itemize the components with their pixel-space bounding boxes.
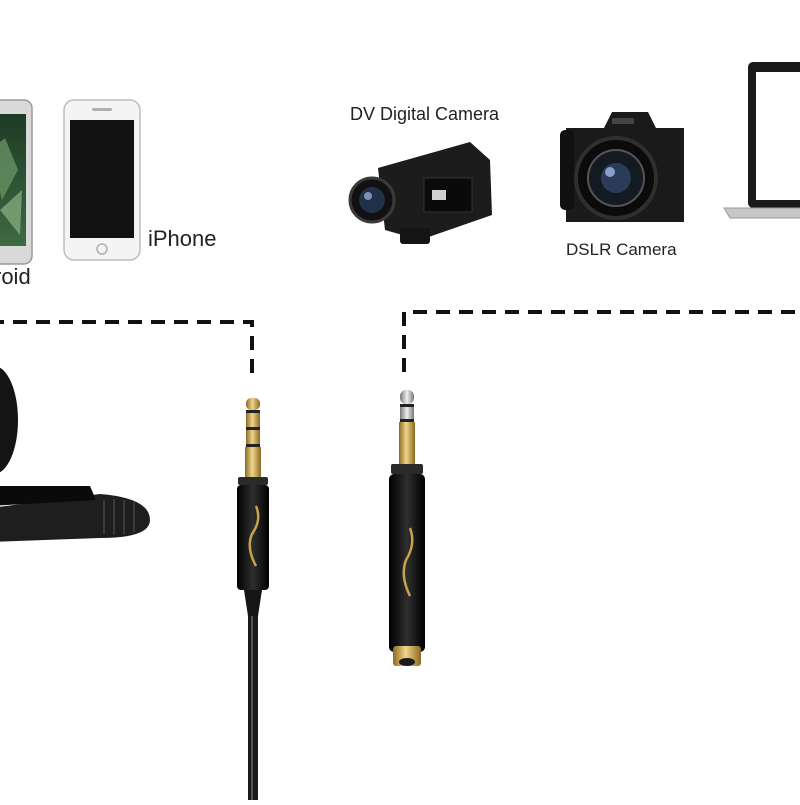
dslr-camera <box>560 112 684 222</box>
lavalier-mic-clip <box>0 367 150 542</box>
iphone-label: iPhone <box>148 226 217 251</box>
connector-lines <box>0 310 800 382</box>
trrs-plug <box>237 398 269 805</box>
iphone-device <box>63 99 141 261</box>
android-label: roid <box>0 264 31 289</box>
dslr-camera-label: DSLR Camera <box>566 240 677 259</box>
android-phone <box>0 99 33 265</box>
dv-camera-label: DV Digital Camera <box>350 104 500 124</box>
dv-camcorder <box>348 142 492 244</box>
laptop <box>723 62 800 219</box>
trs-adapter <box>389 390 425 666</box>
